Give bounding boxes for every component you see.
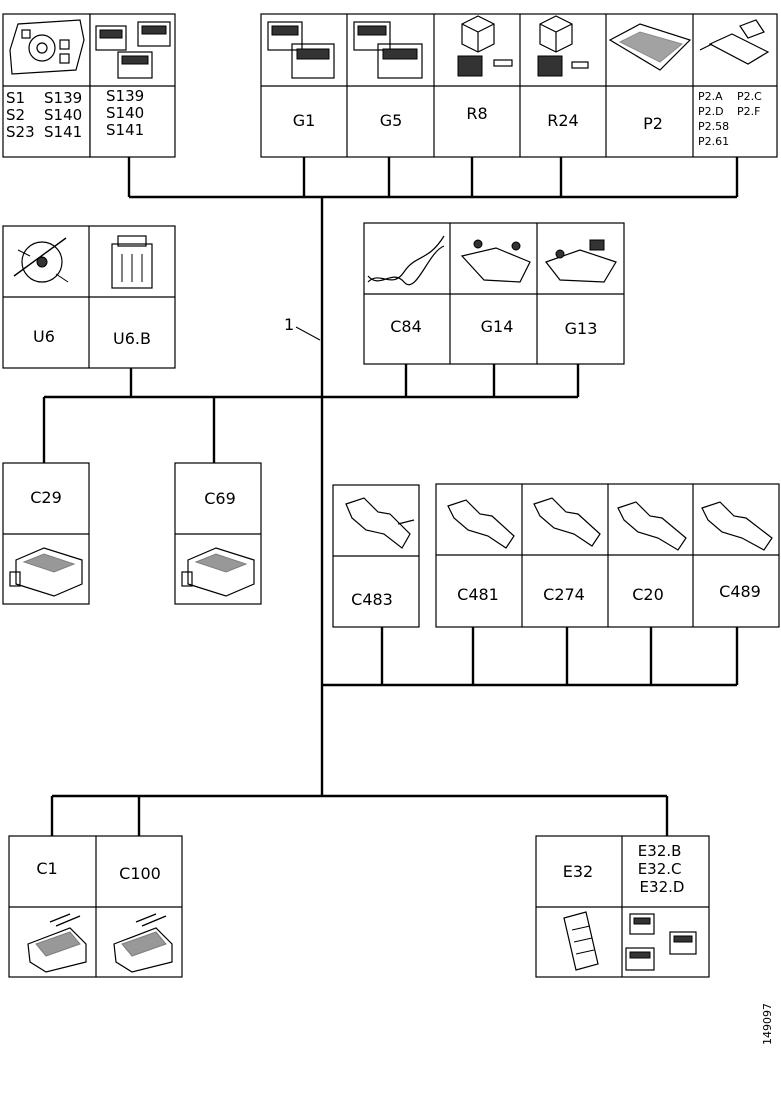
c69-label: C69 xyxy=(204,489,236,508)
bottom-right-group: E32 E32.B E32.C E32.D xyxy=(535,835,710,978)
c483-label: C483 xyxy=(351,590,393,609)
c489-label: C489 xyxy=(719,582,761,601)
switch-cell-1-text-a: S1 S2 S23 xyxy=(6,89,35,141)
multi-connector-icon xyxy=(267,21,335,79)
g13-label: G13 xyxy=(565,319,598,338)
c100-label: C100 xyxy=(119,864,161,883)
ecu-connector-icon xyxy=(563,911,599,971)
connector-block-icon xyxy=(9,547,83,597)
p2-sub-labels-b: P2.C P2.F xyxy=(737,90,765,118)
u6-label: U6 xyxy=(33,327,55,346)
switches-group: S1 S2 S23 S139 S140 S141 S139 S140 S141 xyxy=(2,13,176,158)
terminal-icon xyxy=(699,19,770,65)
e32-label: E32 xyxy=(563,862,593,881)
small-connectors-icon xyxy=(625,913,697,971)
figure-id: 149097 xyxy=(761,1003,774,1045)
top-right-group: G1 G5 R8 R24 P2 P2.A P2.D P2.58 P2.61 P2… xyxy=(260,13,778,158)
relay-icon xyxy=(457,15,513,77)
fuse-box-icon xyxy=(608,23,692,71)
r24-label: R24 xyxy=(547,111,578,130)
switch-cell-2-text: S139 S140 S141 xyxy=(106,87,149,139)
ground-group: C84 G14 G13 xyxy=(363,222,625,365)
unit-icon xyxy=(13,237,69,283)
c1-label: C1 xyxy=(36,859,57,878)
c69-group: C69 xyxy=(174,462,262,605)
switch-cell-1-text-b: S139 S140 S141 xyxy=(44,89,87,141)
c29-label: C29 xyxy=(30,488,62,507)
harness-ref-leader xyxy=(295,326,321,341)
g5-label: G5 xyxy=(380,111,403,130)
large-connector-icon xyxy=(27,913,87,973)
ground-point-icon xyxy=(460,239,531,283)
c29-group: C29 xyxy=(2,462,90,605)
c483-group: C483 xyxy=(332,484,420,628)
crimp-terminal-icon xyxy=(617,501,687,551)
connector-block-icon xyxy=(181,547,255,597)
p2-label: P2 xyxy=(643,114,663,133)
crimp-terminal-icon xyxy=(701,501,773,551)
c20-label: C20 xyxy=(632,585,664,604)
crimp-terminal-icon xyxy=(345,497,415,549)
u6b-label: U6.B xyxy=(113,329,151,348)
unit-group: U6 U6.B xyxy=(2,225,176,369)
g14-label: G14 xyxy=(481,317,514,336)
multi-connector-icon xyxy=(353,21,423,79)
c481-label: C481 xyxy=(457,585,499,604)
crimp-terminal-icon xyxy=(447,499,515,549)
p2-sub-labels-a: P2.A P2.D P2.58 P2.61 xyxy=(698,90,733,148)
bottom-left-group: C1 C100 xyxy=(8,835,183,978)
twisted-wire-icon xyxy=(367,235,445,286)
c274-label: C274 xyxy=(543,585,585,604)
r8-label: R8 xyxy=(466,104,487,123)
harness-wires xyxy=(42,157,739,836)
terminals-row-group: C481 C274 C20 C489 xyxy=(435,483,780,628)
crimp-terminal-icon xyxy=(533,497,601,547)
c84-label: C84 xyxy=(390,317,422,336)
ground-point-icon xyxy=(545,239,617,283)
g1-label: G1 xyxy=(293,111,316,130)
light-switch-panel-icon xyxy=(9,19,85,75)
connector-housing-icon xyxy=(111,235,153,289)
large-connector-icon xyxy=(113,913,173,973)
e32-sub-labels: E32.B E32.C E32.D xyxy=(638,842,687,896)
switch-connectors-icon xyxy=(95,21,171,79)
relay-icon xyxy=(537,15,589,77)
harness-ref-label: 1 xyxy=(284,315,294,334)
